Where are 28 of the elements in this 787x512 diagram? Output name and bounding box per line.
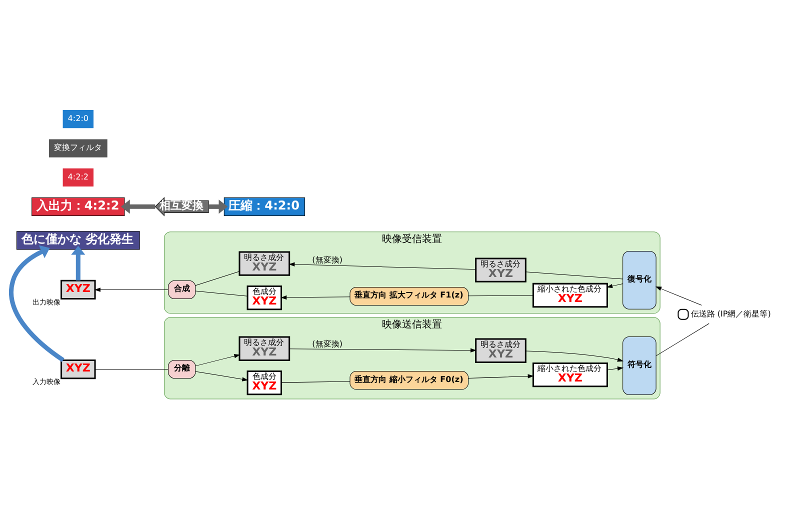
arrow <box>120 199 155 214</box>
arrow <box>606 366 624 370</box>
arrow <box>8 244 64 362</box>
node-box: XYZ <box>60 279 96 300</box>
arrow <box>288 348 476 352</box>
arrow <box>194 370 248 381</box>
arrow <box>208 199 228 214</box>
node-circle <box>677 308 688 320</box>
arrow <box>288 262 476 270</box>
connector <box>94 368 168 370</box>
connector <box>524 271 622 279</box>
connector <box>194 290 248 296</box>
arrow <box>280 294 350 300</box>
arrow <box>654 286 702 306</box>
arrow <box>525 350 623 362</box>
node-box: 入出力：4:2:2 <box>31 196 124 216</box>
arrow <box>606 282 623 288</box>
arrow <box>194 354 240 366</box>
connector <box>655 322 709 356</box>
connector <box>194 270 240 286</box>
arrow <box>94 287 168 292</box>
arrow <box>70 245 85 280</box>
connector <box>280 380 350 382</box>
node-box: 圧縮：4:2:0 <box>223 196 304 216</box>
arrow <box>468 374 534 378</box>
node-box: 色に僅かな 劣化発生 <box>16 230 140 250</box>
connector <box>468 294 533 296</box>
node-box: XYZ <box>60 358 96 379</box>
